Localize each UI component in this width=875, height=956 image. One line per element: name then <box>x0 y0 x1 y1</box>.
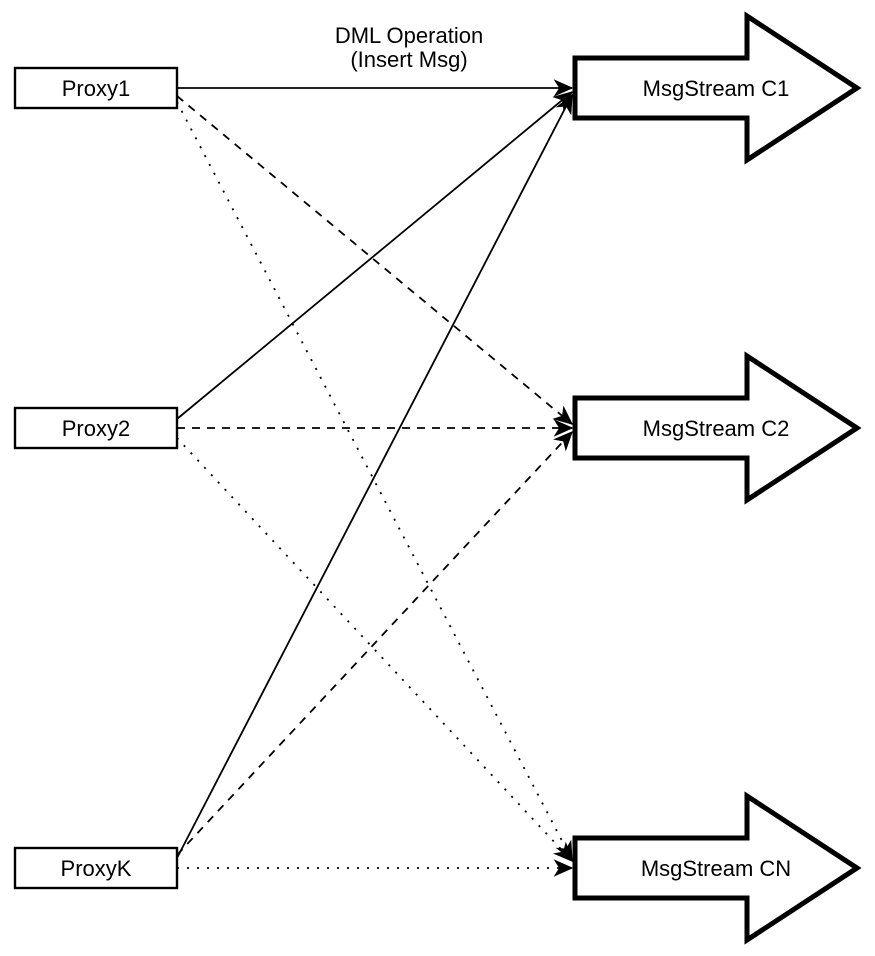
edge-proxyk-c2-dashed <box>176 430 573 856</box>
msgstream-label-c1: MsgStream C1 <box>643 76 790 101</box>
proxy-label-proxyk: ProxyK <box>61 856 132 881</box>
msgstream-arrow-c1 <box>572 11 862 165</box>
proxy-label-proxy1: Proxy1 <box>62 76 130 101</box>
edge-proxy1-cn-dotted <box>176 101 573 862</box>
msgstream-arrow-c2 <box>572 351 862 505</box>
msgstream-label-c2: MsgStream C2 <box>643 416 790 441</box>
proxy-box-proxy1 <box>13 66 179 110</box>
edge-proxy1-c2-dashed <box>176 95 574 425</box>
msgstream-arrow-cn <box>572 791 862 945</box>
dml-annotation-line1: DML Operation <box>335 23 483 48</box>
edge-proxy2-cn-dotted <box>176 437 573 863</box>
proxy-label-proxy2: Proxy2 <box>62 416 130 441</box>
proxy-box-proxyk <box>13 846 179 890</box>
msgstream-label-cn: MsgStream CN <box>641 856 791 881</box>
edge-proxy2-c1-solid <box>176 91 574 420</box>
proxy-box-proxy2 <box>13 406 179 450</box>
edge-proxyk-c1-solid <box>176 93 573 859</box>
dml-annotation-line2: (Insert Msg) <box>350 47 467 72</box>
